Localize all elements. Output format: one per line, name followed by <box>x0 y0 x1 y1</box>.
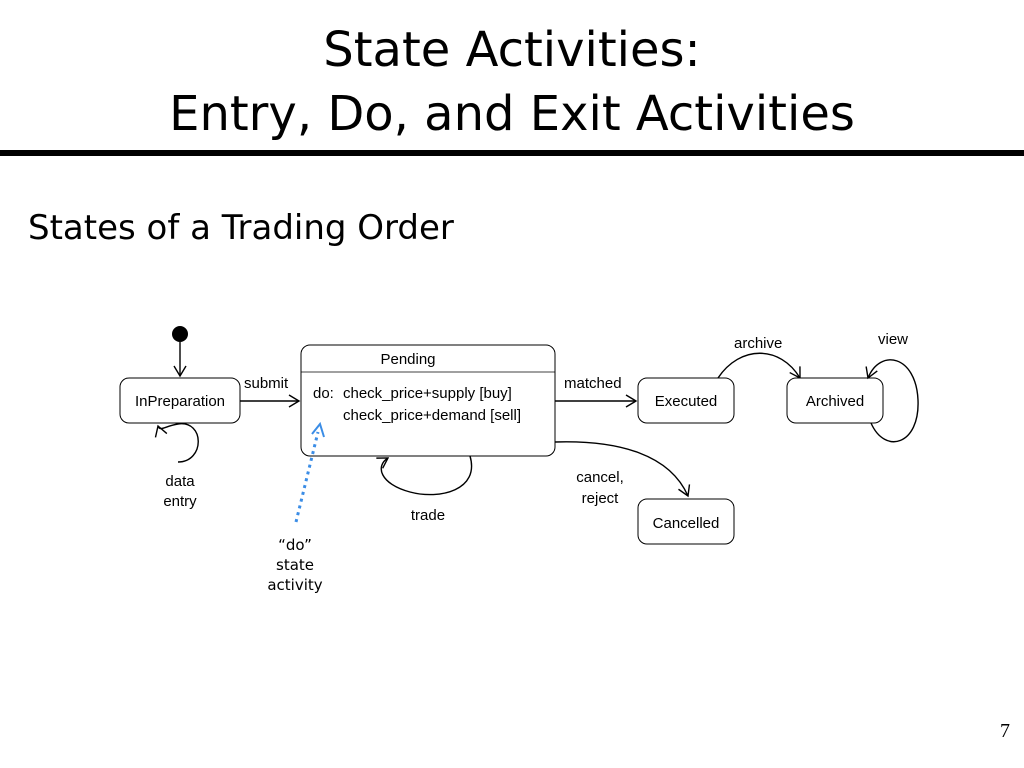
state-in-preparation-label: InPreparation <box>135 393 225 410</box>
cancel-label-line1: cancel, <box>576 469 624 486</box>
view-label: view <box>878 331 908 348</box>
archive-arrow <box>717 352 801 380</box>
state-executed-label: Executed <box>655 393 718 410</box>
title-line-1: State Activities: <box>323 22 701 78</box>
state-cancelled-label: Cancelled <box>653 515 720 532</box>
matched-label: matched <box>564 375 622 392</box>
page-number: 7 <box>1000 720 1010 742</box>
do-activity-note-line3: activity <box>267 576 322 594</box>
trade-self-loop <box>376 455 473 496</box>
data-entry-label-line1: data <box>165 473 195 490</box>
do-activity-pointer-head <box>311 421 325 438</box>
state-cancelled <box>637 498 735 545</box>
title-divider <box>0 150 1024 156</box>
data-entry-loop-body <box>156 426 178 462</box>
state-executed <box>637 377 735 424</box>
cancel-reject-arrow <box>554 441 691 498</box>
data-entry-label-line2: entry <box>163 493 197 510</box>
initial-state-dot <box>172 326 188 342</box>
state-pending-do-line1: check_price+supply [buy] <box>343 385 512 402</box>
slide-title: State Activities: Entry, Do, and Exit Ac… <box>0 18 1024 146</box>
submit-label: submit <box>244 375 289 392</box>
title-line-2: Entry, Do, and Exit Activities <box>169 86 855 142</box>
view-self-loop <box>865 359 919 443</box>
state-archived-label: Archived <box>806 393 864 410</box>
archive-label: archive <box>734 335 782 352</box>
state-pending-do-prefix: do: <box>313 385 334 402</box>
trade-label: trade <box>411 507 445 524</box>
do-activity-note-line2: state <box>276 556 314 574</box>
do-activity-pointer-arrow <box>294 431 320 523</box>
cancel-label-line2: reject <box>582 490 620 507</box>
state-archived <box>786 377 884 424</box>
do-activity-note-line1: “do” <box>278 536 312 554</box>
slide-subtitle: States of a Trading Order <box>28 208 454 248</box>
data-entry-self-loop <box>154 423 199 463</box>
state-pending-do-line2: check_price+demand [sell] <box>343 407 521 424</box>
state-pending-name: Pending <box>380 351 435 368</box>
